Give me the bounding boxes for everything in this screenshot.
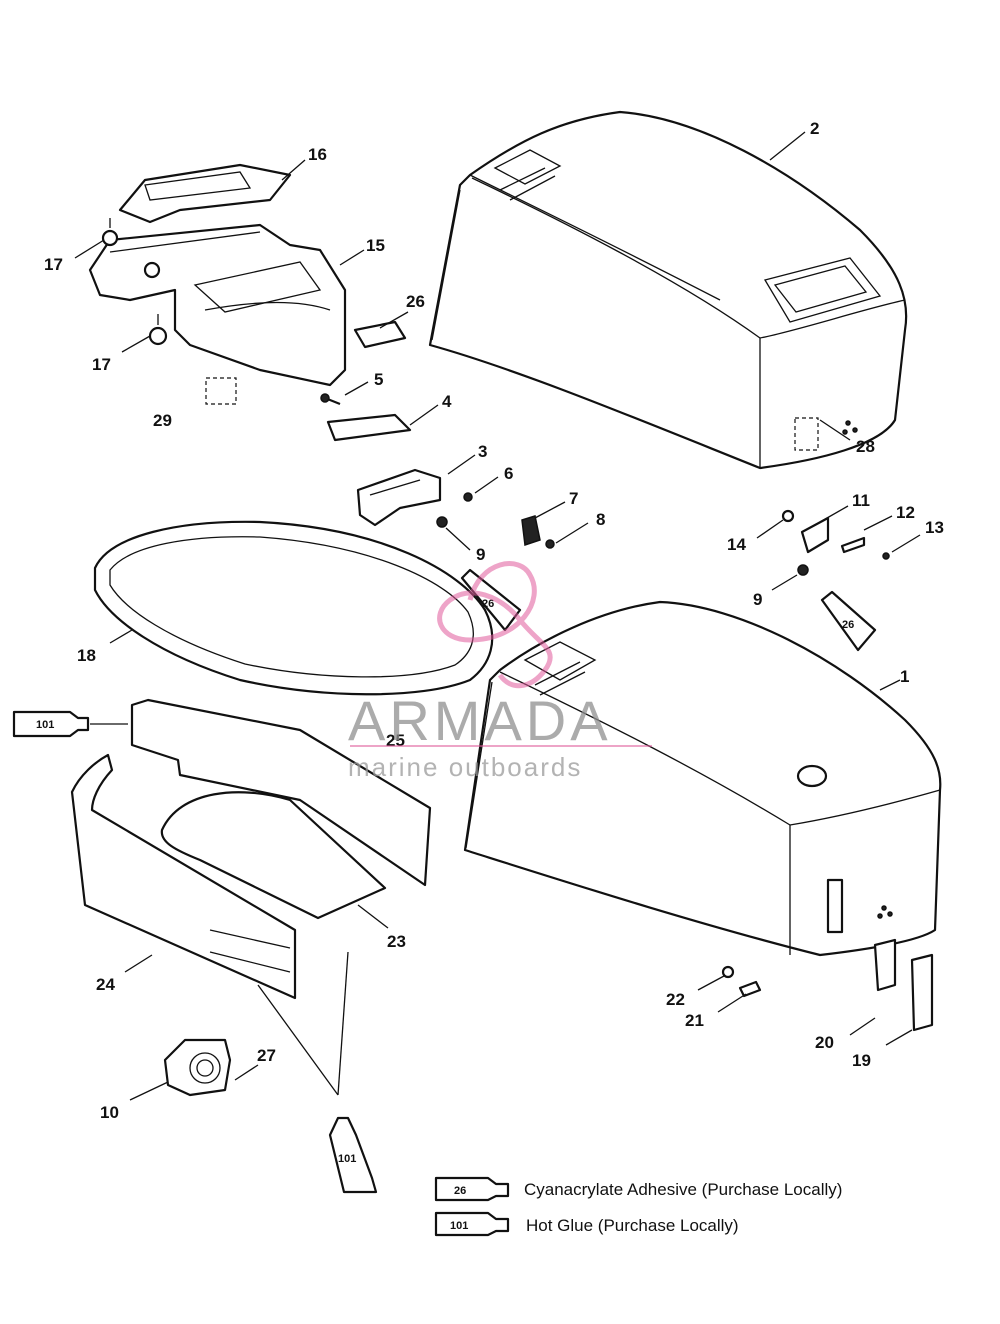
callout-29: 29 xyxy=(153,411,172,430)
callout-17-upper: 17 xyxy=(44,255,63,274)
foam-part-23 xyxy=(160,791,387,920)
gasket-part-20 xyxy=(873,938,897,992)
callout-12: 12 xyxy=(896,503,915,522)
svg-text:101: 101 xyxy=(450,1220,468,1232)
callout-3: 3 xyxy=(478,442,487,461)
armada-logo-icon xyxy=(437,561,553,689)
strip-part-12 xyxy=(840,536,866,554)
screw-part-8 xyxy=(545,539,555,549)
bottom-cowl-part-1 xyxy=(463,600,942,957)
catch-part-7 xyxy=(521,515,541,547)
svg-text:26: 26 xyxy=(454,1185,466,1197)
callout-15: 15 xyxy=(366,236,385,255)
armada-watermark: ARMADA marine outboards xyxy=(348,561,652,782)
legend-tube-101: 101 xyxy=(434,1211,510,1237)
nut-part-22 xyxy=(721,965,735,979)
callout-10: 10 xyxy=(100,1103,119,1122)
glue-tube-101-bottom: 101 xyxy=(328,1116,378,1194)
latch-part-3 xyxy=(356,468,442,527)
watermark-name: ARMADA xyxy=(348,689,612,752)
callout-9-center: 9 xyxy=(476,545,485,564)
grommet-part-9-right xyxy=(797,564,809,576)
nut-part-6 xyxy=(463,492,473,502)
leader-lines xyxy=(74,131,921,1101)
callout-5: 5 xyxy=(374,370,383,389)
callout-27: 27 xyxy=(257,1046,276,1065)
callout-24: 24 xyxy=(96,975,115,994)
callout-28: 28 xyxy=(856,437,875,456)
callout-2: 2 xyxy=(810,119,819,138)
callout-19: 19 xyxy=(852,1051,871,1070)
callout-1: 1 xyxy=(900,667,909,686)
callout-11: 11 xyxy=(852,491,870,510)
svg-text:101: 101 xyxy=(338,1153,356,1165)
screw-part-17-lower xyxy=(148,314,168,346)
top-cowl-part-2 xyxy=(428,110,908,470)
callout-labels: 1 2 3 4 5 6 7 8 9 9 10 11 12 13 14 15 16… xyxy=(44,119,944,1122)
svg-text:101: 101 xyxy=(36,719,54,731)
screw-part-5 xyxy=(320,393,341,406)
svg-text:26: 26 xyxy=(842,619,854,631)
callout-20: 20 xyxy=(815,1033,834,1052)
cover-part-19 xyxy=(910,953,934,1032)
callout-16: 16 xyxy=(308,145,327,164)
callout-8: 8 xyxy=(596,510,605,529)
callout-7: 7 xyxy=(569,489,578,508)
callout-14: 14 xyxy=(727,535,746,554)
callout-21: 21 xyxy=(685,1011,704,1030)
drain-part-10 xyxy=(163,1038,232,1097)
legend-adhesive-text: Cyanacrylate Adhesive (Purchase Locally) xyxy=(524,1180,843,1199)
screw-part-13 xyxy=(882,552,890,560)
callout-17-lower: 17 xyxy=(92,355,111,374)
screw-part-17-upper xyxy=(101,218,119,247)
decal-part-29 xyxy=(205,377,237,405)
watermark-tagline: marine outboards xyxy=(348,752,582,782)
liner-part-24 xyxy=(70,753,297,1000)
callout-18: 18 xyxy=(77,646,96,665)
callout-13: 13 xyxy=(925,518,944,537)
callout-9-right: 9 xyxy=(753,590,762,609)
grommet-part-9-left xyxy=(436,516,448,528)
callout-22: 22 xyxy=(666,990,685,1009)
plate-part-4 xyxy=(326,413,412,442)
pin-part-21 xyxy=(738,980,762,998)
legend-tube-26: 26 xyxy=(434,1176,510,1202)
foam-part-25 xyxy=(130,698,432,887)
handle-part-15 xyxy=(88,223,347,387)
callout-6: 6 xyxy=(504,464,513,483)
legend-hot-glue-text: Hot Glue (Purchase Locally) xyxy=(526,1216,739,1235)
callout-23: 23 xyxy=(387,932,406,951)
adhesive-tube-26-right: 26 xyxy=(820,590,877,652)
bracket-part-11 xyxy=(800,516,830,554)
callout-4: 4 xyxy=(442,392,452,411)
svg-text:26: 26 xyxy=(482,598,494,610)
glue-tube-101-left: 101 xyxy=(12,710,90,738)
nut-part-14 xyxy=(781,509,795,523)
seal-part-18 xyxy=(93,520,494,696)
handle-cover-part-16 xyxy=(118,163,292,224)
callout-26: 26 xyxy=(406,292,425,311)
pad-part-26 xyxy=(353,320,407,349)
